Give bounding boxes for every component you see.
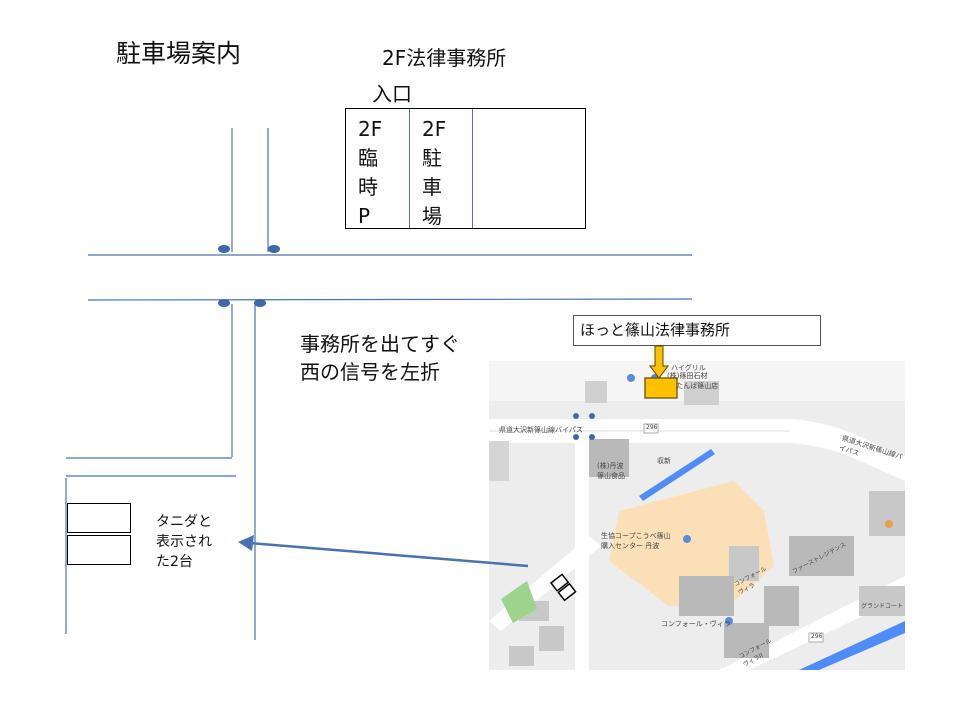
map-road-label: 県道大沢新篠山線バイパス: [499, 426, 583, 434]
page-title: 駐車場案内: [116, 39, 242, 68]
road-line: [87, 298, 693, 301]
parking-spot: [67, 535, 131, 565]
office-callout: ほっと篠山法律事務所: [573, 315, 821, 346]
map-graphic: [489, 361, 905, 670]
map-route-marker: 296: [646, 424, 658, 431]
map-shop-label: (株)丹波 篠山食品: [597, 462, 625, 480]
traffic-signal-icon: [218, 245, 230, 253]
arrow-head-icon: [238, 535, 254, 551]
traffic-signal-icon: [218, 299, 230, 307]
office-location-marker: [644, 377, 678, 399]
traffic-signal-icon: [268, 245, 280, 253]
map-inset: 県道大沢新篠山線バイパス 県道大沢新篠山線バイパス ハイグリル (株)篠田石材 …: [489, 361, 905, 670]
directions-text: 事務所を出てすぐ 西の信号を左折: [300, 332, 460, 384]
reserved-spots-note: タニダと 表示され た2台: [156, 514, 212, 570]
lot-divider: [409, 109, 410, 228]
map-label: 収新: [657, 457, 671, 465]
map-store-label: 生協コープこうべ篠山 購入センター 丹波: [601, 532, 671, 550]
map-label: ハイグリル: [671, 364, 706, 372]
down-arrow-icon: [649, 345, 669, 379]
parking-spot: [67, 503, 131, 533]
map-apartment-label: コンフォール・ヴィラ: [661, 620, 731, 628]
building-parking-diagram: 2F 臨 時 P 2F 駐 車 場: [345, 108, 586, 229]
lot-divider: [472, 109, 473, 228]
traffic-signal-icon: [254, 299, 266, 307]
map-route-marker: 296: [811, 633, 823, 640]
arrow-line: [249, 541, 529, 568]
temporary-parking-label: 2F 臨 時 P: [358, 117, 383, 228]
second-floor-parking-label: 2F 駐 車 場: [422, 117, 447, 228]
map-apartment-label: グランドコート: [861, 603, 904, 610]
floor-office-label: 2F法律事務所: [382, 46, 507, 70]
entrance-label: 入口: [372, 82, 412, 106]
